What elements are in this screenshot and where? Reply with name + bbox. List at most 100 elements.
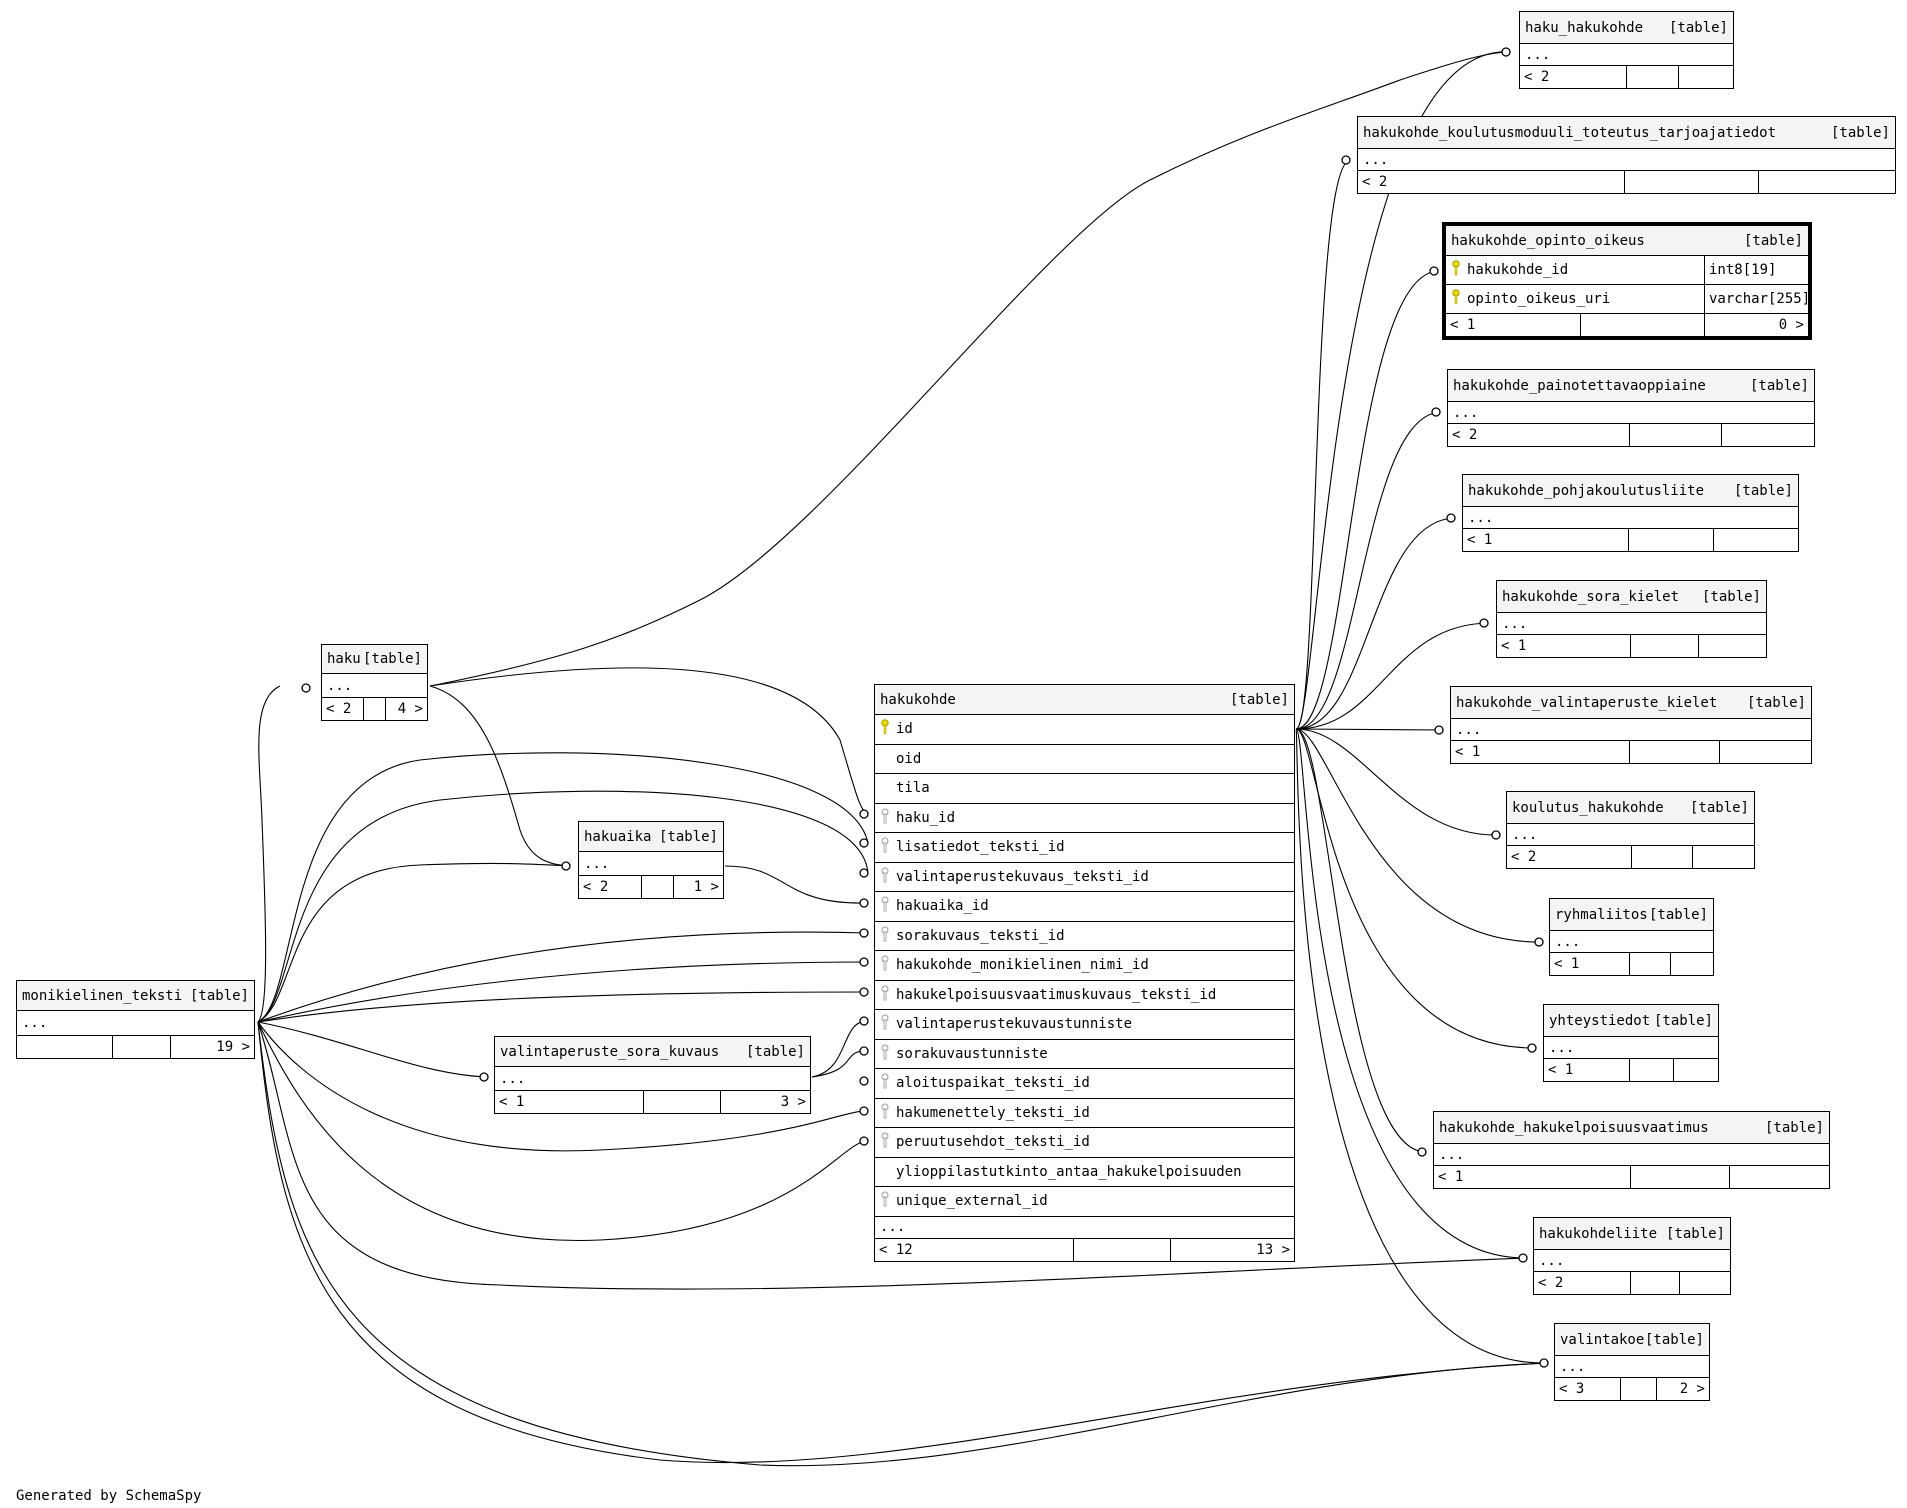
column-row: hakukohde_monikielinen_nimi_id bbox=[875, 951, 1294, 981]
zero-or-many-marker-3 bbox=[1431, 407, 1441, 417]
table-hakukohde_pohjakoulutusliite[interactable]: hakukohde_pohjakoulutusliite[table] ... … bbox=[1462, 474, 1799, 552]
row-text: ... bbox=[1555, 933, 1581, 950]
parents-count[interactable]: < 12 bbox=[879, 1241, 913, 1258]
children-count[interactable] bbox=[1729, 1166, 1829, 1188]
children-count[interactable] bbox=[1670, 953, 1713, 975]
parents-count[interactable] bbox=[17, 1036, 112, 1058]
parents-count[interactable]: < 1 bbox=[1501, 638, 1527, 654]
table-monikielinen_teksti[interactable]: monikielinen_teksti[table] ... 19 > bbox=[16, 980, 255, 1059]
table-hakukohde_sora_kielet[interactable]: hakukohde_sora_kielet[table] ... < 1 bbox=[1496, 580, 1767, 658]
table-name: hakukohde_valintaperuste_kielet bbox=[1456, 694, 1718, 711]
table-footer: < 1 bbox=[1544, 1059, 1718, 1081]
table-header: haku_hakukohde[table] bbox=[1520, 12, 1733, 44]
children-count[interactable]: 0 > bbox=[1704, 314, 1808, 336]
parents-count[interactable]: < 2 bbox=[1452, 427, 1478, 443]
children-count[interactable] bbox=[1758, 171, 1895, 193]
table-name: monikielinen_teksti bbox=[22, 987, 183, 1004]
table-type: [table] bbox=[1229, 691, 1289, 708]
table-yhteystiedot[interactable]: yhteystiedot[table] ... < 1 bbox=[1543, 1004, 1719, 1082]
parents-count[interactable]: < 3 bbox=[1559, 1381, 1585, 1397]
children-count[interactable]: 13 > bbox=[1170, 1238, 1294, 1261]
table-hakukohde_valintaperuste_kielet[interactable]: hakukohde_valintaperuste_kielet[table] .… bbox=[1450, 686, 1812, 764]
column-name: oid bbox=[896, 750, 922, 767]
table-haku_hakukohde[interactable]: haku_hakukohde[table] ... < 2 bbox=[1519, 11, 1734, 89]
children-count[interactable] bbox=[1721, 424, 1814, 446]
table-hakukohdeliite[interactable]: hakukohdeliite[table] ... < 2 bbox=[1533, 1217, 1731, 1295]
table-ryhmaliitos[interactable]: ryhmaliitos[table] ... < 1 bbox=[1549, 898, 1714, 976]
children-count[interactable] bbox=[1679, 1272, 1730, 1294]
parents-count[interactable]: < 2 bbox=[1511, 849, 1537, 865]
table-hakukohde_painotettavaoppiaine[interactable]: hakukohde_painotettavaoppiaine[table] ..… bbox=[1447, 369, 1815, 447]
parents-count[interactable]: < 1 bbox=[1438, 1169, 1464, 1185]
relationship-line-3 bbox=[1295, 411, 1441, 730]
primary-key-icon bbox=[880, 719, 896, 739]
parents-count[interactable]: < 2 bbox=[326, 701, 352, 717]
children-count[interactable]: 19 > bbox=[170, 1036, 254, 1058]
table-header: hakukohde[table] bbox=[875, 685, 1294, 715]
table-footer: < 2 bbox=[1507, 846, 1754, 868]
children-count[interactable]: 4 > bbox=[385, 698, 427, 720]
table-type: [table] bbox=[1648, 906, 1708, 923]
children-count[interactable] bbox=[1692, 846, 1754, 868]
more-rows: ... bbox=[1534, 1250, 1730, 1272]
children-count[interactable] bbox=[1713, 529, 1798, 551]
table-header: haku[table] bbox=[322, 645, 427, 674]
parents-count[interactable]: < 2 bbox=[1362, 174, 1388, 190]
parents-count[interactable]: < 2 bbox=[583, 879, 609, 895]
table-hakukohde_hakukelpoisuusvaatimus[interactable]: hakukohde_hakukelpoisuusvaatimus[table] … bbox=[1433, 1111, 1830, 1189]
primary-key-icon bbox=[1451, 289, 1467, 309]
table-koulutus_hakukohde[interactable]: koulutus_hakukohde[table] ... < 2 bbox=[1506, 791, 1755, 869]
children-count[interactable]: 2 > bbox=[1656, 1378, 1709, 1400]
row-text: ... bbox=[1539, 1252, 1565, 1269]
table-footer: < 1 bbox=[1463, 529, 1798, 551]
zero-or-many-marker-20 bbox=[859, 1016, 869, 1026]
column-name: tila bbox=[896, 780, 930, 797]
relationship-line-18 bbox=[257, 752, 869, 1023]
parents-count[interactable]: < 2 bbox=[1524, 69, 1550, 85]
zero-or-many-marker-6 bbox=[1434, 725, 1444, 735]
zero-or-many-marker-26 bbox=[479, 1072, 489, 1082]
table-hakukohde_opinto_oikeus[interactable]: hakukohde_opinto_oikeus[table] hakukohde… bbox=[1442, 222, 1812, 340]
children-count[interactable] bbox=[1678, 66, 1733, 88]
zero-or-many-marker-7 bbox=[1491, 830, 1501, 840]
parents-count[interactable]: < 1 bbox=[1548, 1062, 1574, 1078]
footer-mid bbox=[1620, 1378, 1656, 1400]
table-header: hakukohde_valintaperuste_kielet[table] bbox=[1451, 687, 1811, 719]
table-type: [table] bbox=[1749, 377, 1809, 394]
table-footer: < 2 4 > bbox=[322, 698, 427, 720]
parents-count[interactable]: < 1 bbox=[1467, 532, 1493, 548]
children-count[interactable] bbox=[1719, 741, 1811, 763]
relationship-line-0 bbox=[1295, 51, 1511, 730]
column-row: valintaperustekuvaus_teksti_id bbox=[875, 863, 1294, 892]
children-count[interactable]: 3 > bbox=[720, 1091, 810, 1113]
parents-count[interactable]: < 1 bbox=[1455, 744, 1481, 760]
children-count[interactable] bbox=[1673, 1059, 1718, 1081]
table-footer: < 1 bbox=[1451, 741, 1811, 763]
table-valintaperuste_sora_kuvaus[interactable]: valintaperuste_sora_kuvaus[table] ... < … bbox=[494, 1036, 811, 1114]
relationship-line-11 bbox=[1295, 728, 1528, 1259]
table-hakukohde_koulutusmoduuli_toteutus_tarjoajatiedot[interactable]: hakukohde_koulutusmoduuli_toteutus_tarjo… bbox=[1357, 116, 1896, 194]
children-count[interactable] bbox=[1698, 635, 1766, 657]
table-type: [table] bbox=[1644, 1331, 1704, 1348]
row-text: ... bbox=[1512, 826, 1538, 843]
table-footer: < 1 0 > bbox=[1446, 314, 1808, 336]
column-name: peruutusehdot_teksti_id bbox=[896, 1134, 1090, 1151]
table-name: hakukohde_pohjakoulutusliite bbox=[1468, 482, 1705, 499]
parents-count[interactable]: < 1 bbox=[1554, 956, 1580, 972]
footer-mid bbox=[1629, 424, 1721, 446]
children-count[interactable]: 1 > bbox=[673, 876, 723, 898]
parents-count[interactable]: < 1 bbox=[499, 1094, 525, 1110]
column-name: ylioppilastutkinto_antaa_hakukelpoisuude… bbox=[896, 1163, 1242, 1180]
table-name: hakukohde_painotettavaoppiaine bbox=[1453, 377, 1706, 394]
column-name: valintaperustekuvaus_teksti_id bbox=[896, 868, 1149, 885]
relationship-line-29 bbox=[257, 1021, 1549, 1467]
parents-count[interactable]: < 2 bbox=[1538, 1275, 1564, 1291]
footer-mid bbox=[1624, 171, 1758, 193]
table-footer: < 2 bbox=[1534, 1272, 1730, 1294]
parents-count[interactable]: < 1 bbox=[1450, 317, 1476, 333]
table-name: hakukohde_sora_kielet bbox=[1502, 588, 1680, 605]
